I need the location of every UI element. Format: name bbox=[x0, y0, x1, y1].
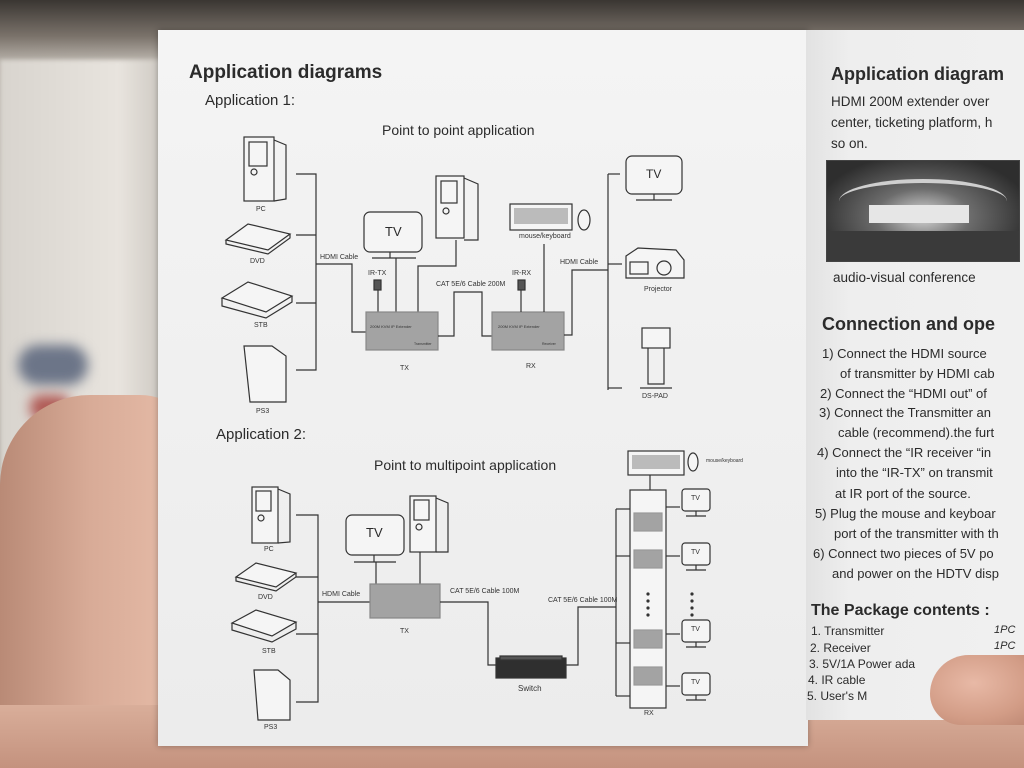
right-page-title: Application diagram bbox=[831, 64, 1005, 84]
switch-label: Switch bbox=[518, 684, 542, 693]
package-item: 1. Transmitter bbox=[811, 624, 885, 638]
tv-output-label: TV bbox=[691, 495, 700, 502]
source-label-dvd: DVD bbox=[258, 594, 273, 601]
step-line: into the “IR-TX” on transmit bbox=[836, 465, 993, 480]
stb-icon bbox=[230, 609, 298, 643]
ps3-icon bbox=[243, 345, 287, 403]
holding-finger bbox=[930, 655, 1024, 725]
pc-icon bbox=[251, 486, 291, 544]
mouse-icon bbox=[687, 452, 699, 472]
hdmi-cable-label: HDMI Cable bbox=[320, 254, 359, 261]
output-label-projector: Projector bbox=[644, 286, 673, 293]
projector-icon bbox=[625, 247, 685, 279]
receiver-box bbox=[491, 311, 565, 351]
rx-box-role: Receiver bbox=[542, 342, 556, 346]
source-label-stb: STB bbox=[254, 322, 268, 329]
tx-label: TX bbox=[400, 365, 409, 372]
source-label-pc: PC bbox=[256, 206, 266, 213]
ds-pad-icon bbox=[640, 327, 672, 389]
page-title: Application diagrams bbox=[189, 62, 383, 83]
source-label-pc: PC bbox=[264, 546, 274, 553]
step-line: 5) Plug the mouse and keyboar bbox=[815, 506, 996, 521]
package-item: 4. IR cable bbox=[808, 673, 866, 687]
pc-icon bbox=[435, 175, 479, 241]
connection-title: Connection and ope bbox=[822, 314, 995, 334]
ps3-icon bbox=[253, 669, 291, 721]
step-line: at IR port of the source. bbox=[835, 486, 971, 501]
step-line: 6) Connect two pieces of 5V po bbox=[813, 546, 994, 561]
cat-cable-label: CAT 5E/6 Cable 100M bbox=[450, 588, 520, 595]
package-qty: 1PC bbox=[994, 640, 1016, 652]
tx-box-role: Transmitter bbox=[414, 342, 432, 346]
pc-icon bbox=[409, 495, 449, 553]
tv-icon bbox=[363, 211, 423, 259]
switch-icon bbox=[495, 655, 567, 679]
transmitter-box bbox=[369, 583, 441, 619]
ir-rx-label: IR-RX bbox=[512, 270, 532, 277]
rx-label: RX bbox=[526, 363, 536, 370]
intro-line: so on. bbox=[831, 136, 868, 151]
package-item: 5. User's M bbox=[807, 689, 868, 703]
stb-icon bbox=[220, 281, 294, 319]
step-line: and power on the HDTV disp bbox=[832, 566, 999, 581]
rx-label: RX bbox=[644, 710, 654, 717]
hdmi-cable-label: HDMI Cable bbox=[322, 591, 361, 598]
mouse-icon bbox=[577, 209, 591, 231]
rx-box-title: 200M KVM IP Extender bbox=[498, 324, 540, 329]
tv-icon bbox=[681, 542, 711, 571]
conference-hall-photo bbox=[826, 160, 1020, 262]
tv-icon bbox=[681, 619, 711, 648]
package-item: 3. 5V/1A Power ada bbox=[809, 657, 916, 671]
tv-label: TV bbox=[385, 224, 402, 239]
intro-line: HDMI 200M extender over bbox=[831, 94, 990, 109]
keyboard-icon bbox=[627, 450, 685, 476]
step-line: port of the transmitter with th bbox=[834, 526, 999, 541]
step-line: 4) Connect the “IR receiver “in bbox=[817, 445, 992, 460]
step-line: 2) Connect the “HDMI out” of bbox=[820, 386, 987, 401]
dvd-icon bbox=[234, 562, 298, 592]
pc-icon bbox=[243, 136, 287, 202]
output-label-ds-pad: DS-PAD bbox=[642, 393, 668, 400]
package-title: The Package contents : bbox=[811, 602, 990, 619]
mouse-keyboard-label: mouse/keyboard bbox=[706, 458, 743, 464]
background-blur-object bbox=[18, 345, 88, 385]
tv-output-label: TV bbox=[691, 626, 700, 633]
manual-right-page bbox=[806, 30, 1024, 720]
source-label-ps3: PS3 bbox=[256, 408, 270, 415]
application-1-subtitle: Point to point application bbox=[382, 122, 535, 138]
package-item: 2. Receiver bbox=[810, 641, 871, 655]
tv-icon bbox=[681, 672, 711, 701]
transmitter-box bbox=[365, 311, 439, 351]
tx-box-title: 200M KVM IP Extender bbox=[370, 324, 412, 329]
source-label-dvd: DVD bbox=[250, 258, 265, 265]
step-line: 3) Connect the Transmitter an bbox=[819, 405, 991, 420]
output-label-tv: TV bbox=[646, 167, 662, 181]
cat-cable-label: CAT 5E/6 Cable 100M bbox=[548, 597, 618, 604]
step-line: 1) Connect the HDMI source bbox=[822, 346, 987, 361]
step-line: cable (recommend).the furt bbox=[838, 425, 995, 440]
application-1-heading: Application 1: bbox=[205, 92, 296, 109]
source-label-stb: STB bbox=[262, 648, 276, 655]
package-qty: 1PC bbox=[994, 624, 1016, 636]
photo-caption: audio-visual conference bbox=[833, 270, 976, 285]
intro-line: center, ticketing platform, h bbox=[831, 115, 993, 130]
ir-tx-label: IR-TX bbox=[368, 270, 387, 277]
tv-output-label: TV bbox=[691, 679, 700, 686]
application-2-heading: Application 2: bbox=[216, 426, 307, 443]
keyboard-icon bbox=[509, 203, 573, 231]
cat-cable-label: CAT 5E/6 Cable 200M bbox=[436, 281, 506, 288]
tv-icon bbox=[625, 155, 683, 201]
tv-output-label: TV bbox=[691, 549, 700, 556]
application-2-subtitle: Point to multipoint application bbox=[374, 457, 557, 473]
dvd-icon bbox=[224, 223, 292, 255]
source-label-ps3: PS3 bbox=[264, 724, 278, 731]
tx-label: TX bbox=[400, 628, 409, 635]
tv-icon bbox=[681, 488, 711, 517]
step-line: of transmitter by HDMI cab bbox=[840, 366, 995, 381]
hdmi-cable-out-label: HDMI Cable bbox=[560, 259, 599, 266]
mouse-keyboard-label: mouse/keyboard bbox=[519, 233, 571, 240]
tv-icon bbox=[345, 514, 405, 563]
tv-label: TV bbox=[366, 525, 383, 540]
